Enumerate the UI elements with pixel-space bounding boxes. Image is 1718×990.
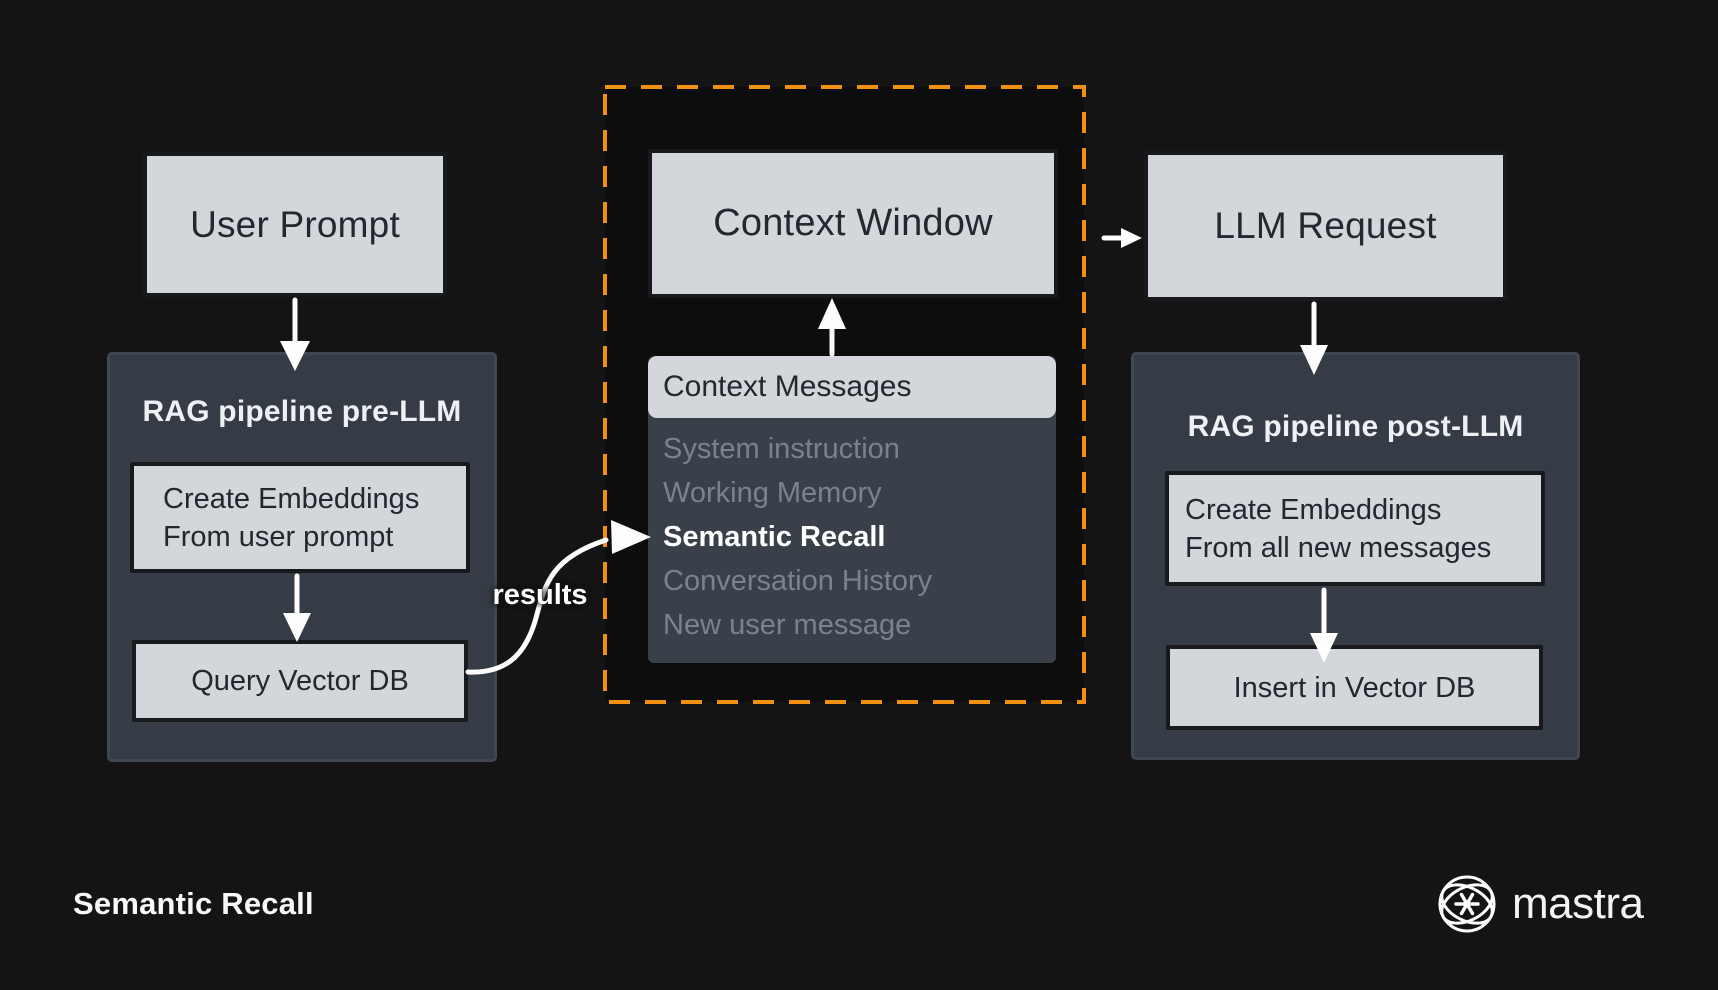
node-context-window: Context Window [648, 149, 1058, 298]
panel-rag-pre-llm-title: RAG pipeline pre-LLM [142, 395, 462, 428]
context-messages-list: System instruction Working Memory Semant… [648, 418, 1056, 647]
step-create-embeddings-pre-line2: From user prompt [163, 520, 394, 553]
page-title: Semantic Recall [73, 886, 314, 921]
list-item-working-memory: Working Memory [663, 477, 882, 509]
step-create-embeddings-post-line2: From all new messages [1185, 531, 1492, 564]
node-user-prompt: User Prompt [143, 152, 447, 297]
step-insert-vector-db-label: Insert in Vector DB [1233, 671, 1476, 704]
context-messages-header: Context Messages [648, 356, 1056, 418]
node-user-prompt-label: User Prompt [190, 203, 400, 245]
node-context-window-label: Context Window [713, 202, 993, 244]
step-insert-vector-db: Insert in Vector DB [1166, 645, 1543, 730]
arrowhead-right-icon [611, 520, 651, 554]
list-item-new-user-message: New user message [663, 609, 912, 641]
panel-rag-post-llm-title: RAG pipeline post-LLM [1187, 410, 1524, 443]
results-edge-label: results [492, 579, 588, 611]
panel-rag-pre-llm: RAG pipeline pre-LLM Create Embeddings F… [107, 352, 497, 762]
node-llm-request-label: LLM Request [1214, 205, 1437, 246]
brand-lockup: mastra [1436, 873, 1644, 935]
panel-rag-post-llm: RAG pipeline post-LLM Create Embeddings … [1131, 352, 1580, 760]
brand-wordmark: mastra [1512, 879, 1644, 928]
step-create-embeddings-pre: Create Embeddings From user prompt [130, 462, 470, 573]
step-create-embeddings-pre-line1: Create Embeddings [163, 482, 420, 515]
panel-context-messages: Context Messages System instruction Work… [648, 356, 1056, 663]
arrowhead-right-icon [1121, 228, 1142, 248]
context-messages-header-label: Context Messages [663, 370, 912, 403]
step-query-vector-db-label: Query Vector DB [191, 665, 409, 697]
arrowhead-up-icon [818, 298, 846, 329]
step-query-vector-db: Query Vector DB [132, 640, 468, 722]
mastra-logo-icon [1438, 875, 1496, 933]
list-item-system-instruction: System instruction [663, 433, 900, 465]
step-create-embeddings-post-line1: Create Embeddings [1185, 493, 1442, 526]
step-create-embeddings-post: Create Embeddings From all new messages [1165, 471, 1545, 586]
node-llm-request: LLM Request [1144, 151, 1507, 301]
list-item-conversation-history: Conversation History [663, 565, 933, 597]
list-item-semantic-recall: Semantic Recall [663, 521, 886, 553]
